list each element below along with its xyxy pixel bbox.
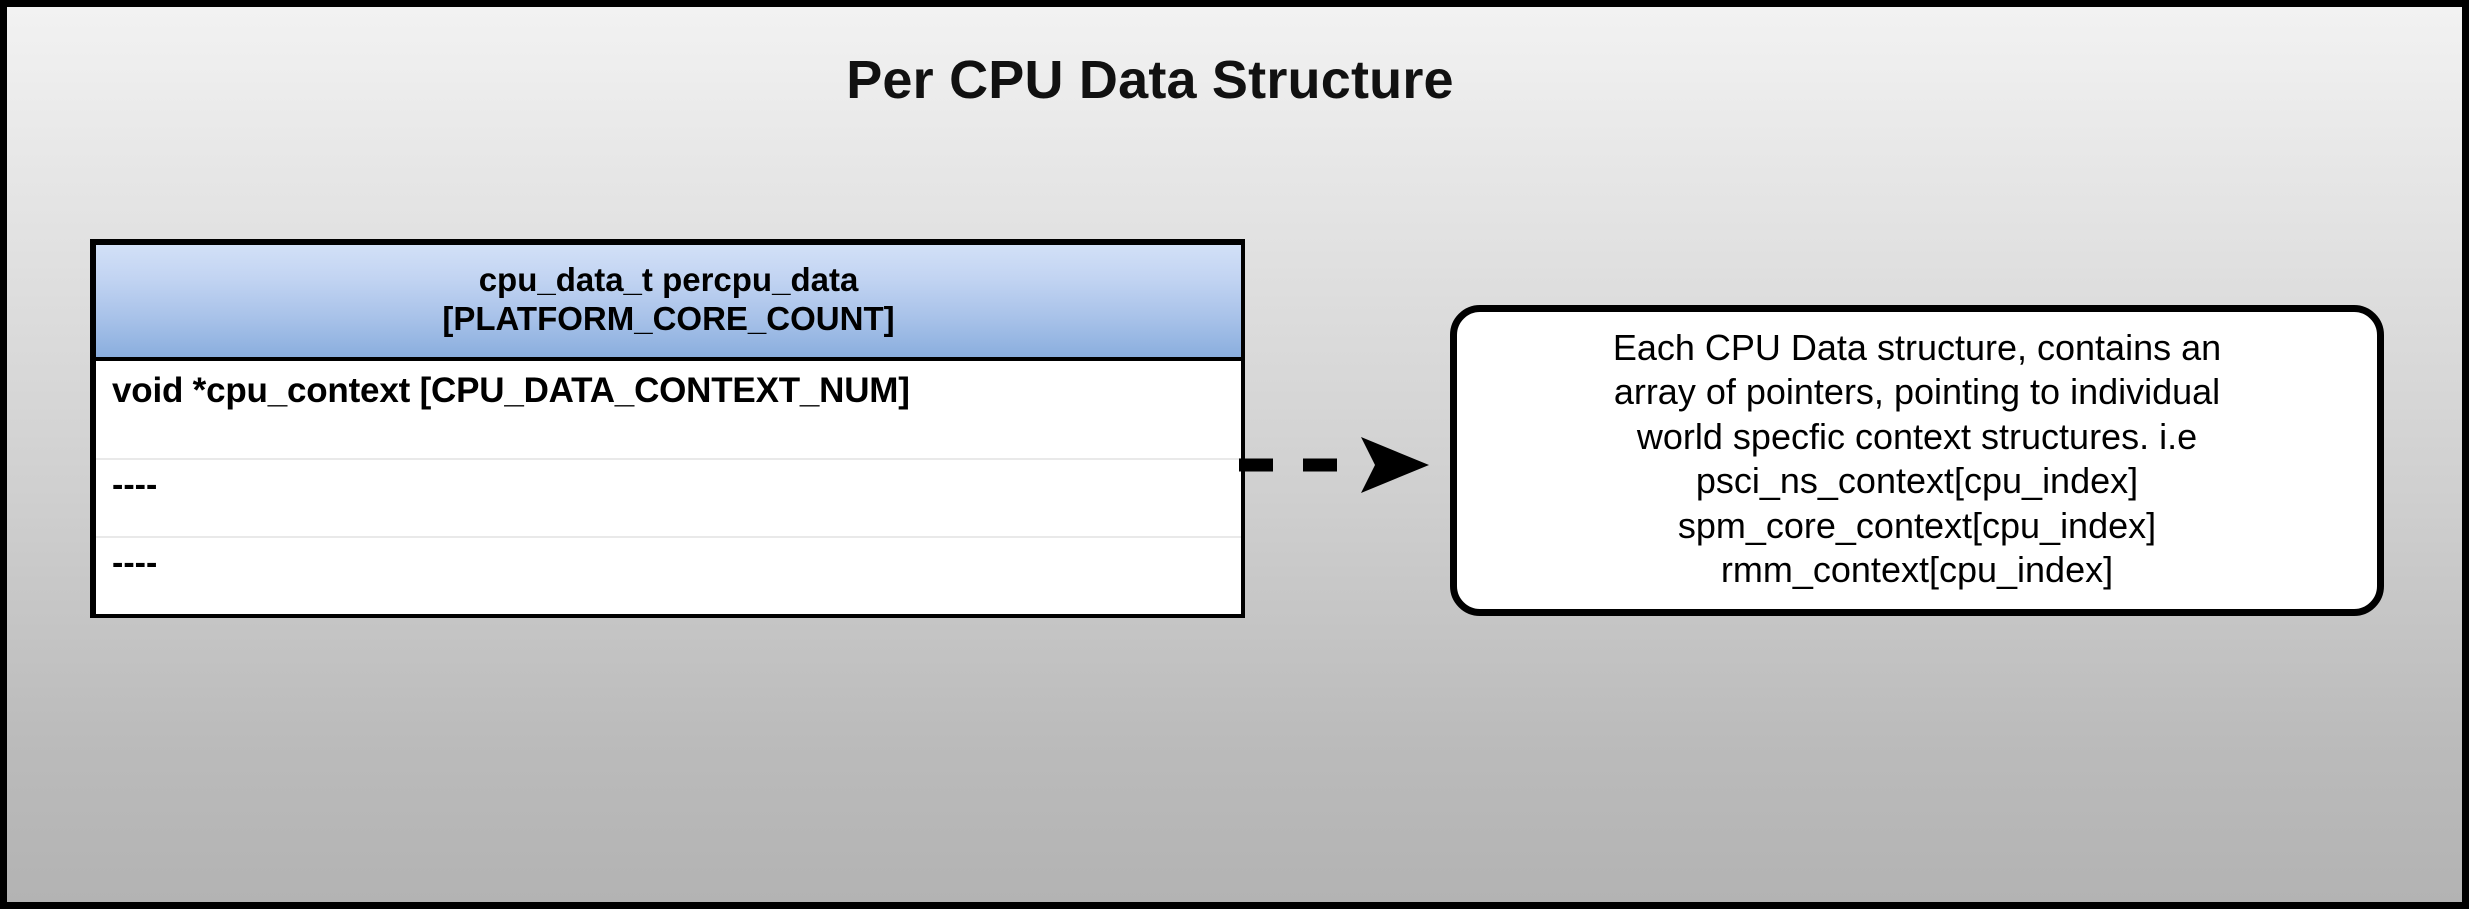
- callout-line: array of pointers, pointing to individua…: [1613, 371, 2221, 413]
- table-row: void *cpu_context [CPU_DATA_CONTEXT_NUM]: [112, 370, 910, 410]
- struct-header-line-2: [PLATFORM_CORE_COUNT]: [442, 299, 895, 337]
- page-title: Per CPU Data Structure: [846, 50, 1454, 110]
- callout-line: Each CPU Data structure, contains an: [1612, 327, 2222, 368]
- struct-header-line-1: cpu_data_t percpu_data: [478, 261, 859, 298]
- callout-box: Each CPU Data structure, contains an arr…: [1450, 305, 2384, 616]
- table-row: ----: [96, 535, 1241, 614]
- callout-line: spm_core_context[cpu_index]: [1677, 504, 2157, 546]
- callout-line: psci_ns_context[cpu_index]: [1695, 460, 2139, 502]
- dashed-arrow-connector: [1239, 435, 1429, 495]
- struct-table-header: cpu_data_t percpu_data [PLATFORM_CORE_CO…: [96, 245, 1241, 361]
- callout-line: rmm_context[cpu_index]: [1720, 549, 2114, 591]
- percpu-data-struct-table: cpu_data_t percpu_data [PLATFORM_CORE_CO…: [90, 239, 1245, 618]
- table-row: ----: [96, 457, 1241, 536]
- callout-line: world specfic context structures. i.e: [1636, 415, 2198, 457]
- arrow-icon: [1239, 437, 1429, 493]
